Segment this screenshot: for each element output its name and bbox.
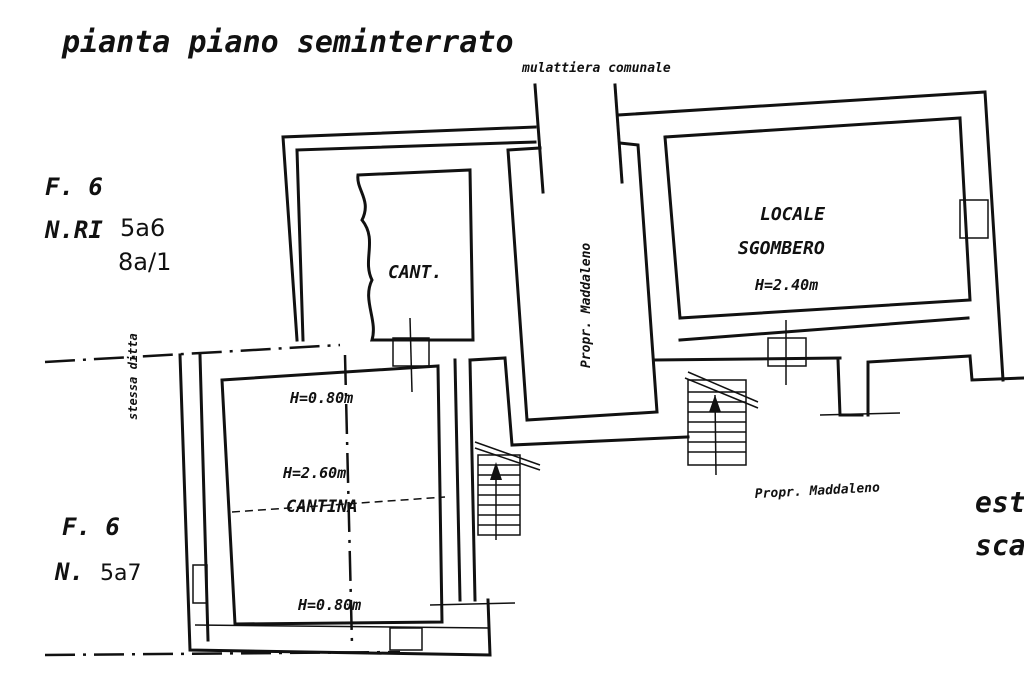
room-label-cantina: CANTINA <box>286 497 358 517</box>
stessa-ditta-label: stessa ditta <box>126 333 140 420</box>
room-label-cant: CANT. <box>388 262 442 283</box>
right-text-line1: est <box>975 486 1024 519</box>
boundary-line-lower <box>44 650 401 657</box>
road-label: mulattiera comunale <box>521 61 671 76</box>
upper-sheet-label: F. 6 <box>45 173 103 201</box>
owner-label-vertical: Propr. Maddaleno <box>579 243 594 368</box>
owner-label-horizontal: Propr. Maddaleno <box>754 480 880 502</box>
room-label-sgombero: SGOMBERO <box>738 238 825 259</box>
boundary-line-upper <box>44 343 341 364</box>
room-label-locale: LOCALE <box>760 204 825 225</box>
upper-parcel-number-1: 5a6 <box>120 214 165 242</box>
upper-parcel-prefix: N.RI <box>44 216 103 244</box>
cantina-height-bottom: H=0.80m <box>297 596 361 614</box>
right-text-line2: sca <box>975 529 1024 562</box>
cantina-height-mid: H=2.60m <box>282 464 346 482</box>
central-passage-walls <box>468 83 690 447</box>
cantina-height-top: H=0.80m <box>289 389 353 407</box>
lower-parcel-number: 5a7 <box>100 561 141 586</box>
upper-parcel-number-2: 8a/1 <box>118 248 171 276</box>
right-building-walls <box>616 90 1024 417</box>
stairs-right <box>684 371 759 476</box>
locale-height: H=2.40m <box>754 276 818 294</box>
left-building-walls <box>178 125 537 657</box>
lower-sheet-label: F. 6 <box>62 513 120 541</box>
stairs-left <box>474 441 541 540</box>
plan-title: pianta piano seminterrato <box>61 25 514 60</box>
section-line-horizontal <box>231 496 446 513</box>
lower-parcel-prefix: N. <box>54 558 84 586</box>
